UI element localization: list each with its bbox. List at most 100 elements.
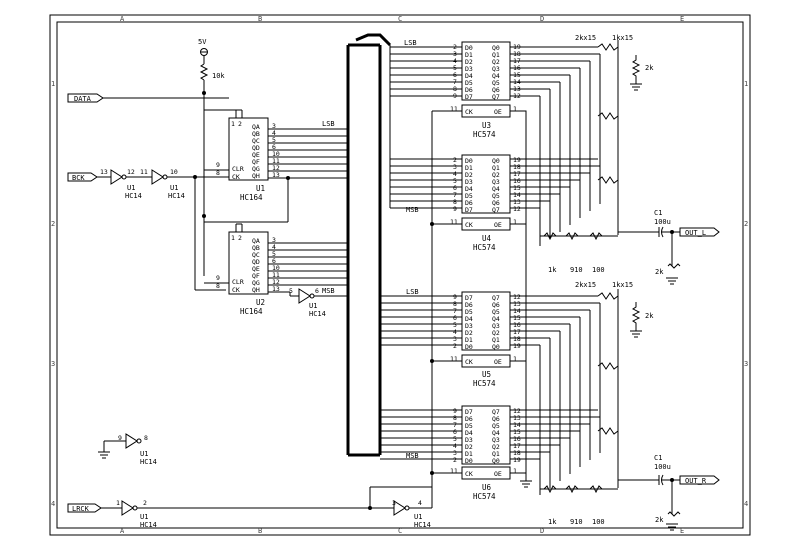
column-label-top: C: [398, 15, 402, 23]
latch-oe-pin: 1: [513, 355, 517, 363]
latch-d-label: D2: [465, 329, 473, 337]
row-label-right: 1: [744, 80, 748, 88]
latch-ck-pin: 11: [450, 218, 458, 226]
port-data-label: DATA: [74, 95, 92, 103]
latch-d-label: D2: [465, 171, 473, 179]
latch-q-label: Q4: [492, 185, 500, 193]
lrck-path: 1 2 U1 HC14 3 4 U1 HC14: [101, 473, 433, 529]
latch-oe-label: OE: [494, 221, 502, 229]
latch-q-pin: 17: [513, 328, 521, 336]
latch-q-pin: 14: [513, 421, 521, 429]
latch-d-pin: 5: [453, 435, 457, 443]
latch-q-label: Q1: [492, 164, 500, 172]
inverter-out-pin: 12: [127, 168, 135, 176]
sr-pin: 8: [216, 282, 220, 290]
inverter-out-pin: 2: [143, 499, 147, 507]
sr-out-pin: 10: [272, 150, 280, 158]
sr-output-label: QE: [252, 151, 260, 159]
column-label-bottom: D: [540, 527, 544, 535]
latch-d-label: D0: [465, 343, 473, 351]
latch-q-pin: 14: [513, 191, 521, 199]
latch-d-pin: 8: [453, 414, 457, 422]
inverter-ref: U1: [309, 302, 317, 310]
latch-d-label: D0: [465, 157, 473, 165]
latch-d-pin: 4: [453, 442, 457, 450]
latch-q-label: Q3: [492, 322, 500, 330]
latch-q-label: Q1: [492, 51, 500, 59]
latch-q-label: Q5: [492, 308, 500, 316]
sr-output-label: QE: [252, 265, 260, 273]
ladder-load: 2k: [645, 64, 654, 72]
bck-inverter-chain: 13 12 U1 HC14 11 10 U1 HC14: [97, 168, 226, 291]
latch-q-label: Q0: [492, 44, 500, 52]
latch-ck-label: CK: [465, 470, 473, 478]
latch-d-pin: 4: [453, 328, 457, 336]
inverter-ref: U1: [414, 513, 422, 521]
inverter-in-pin: 13: [100, 168, 108, 176]
port-bck: BCK: [67, 172, 98, 182]
latch-q-pin: 16: [513, 177, 521, 185]
latch-bus-label: MSB: [406, 206, 419, 214]
latch-d-label: D0: [465, 457, 473, 465]
latch-d-label: D6: [465, 301, 473, 309]
latch-d-pin: 7: [453, 78, 457, 86]
sr-input-label: CLR: [232, 165, 244, 173]
port-lrck-label: LRCK: [72, 505, 90, 513]
power-supply: 5V 10k: [198, 38, 225, 276]
sr-ref: U2: [256, 298, 265, 307]
latch-q-pin: 13: [513, 300, 521, 308]
row-label-left: 4: [51, 500, 55, 508]
sr-output-label: QB: [252, 244, 260, 252]
spare-inverter: 9 8 U1 HC14: [98, 433, 157, 466]
latch-q-pin: 18: [513, 163, 521, 171]
sr-output-label: QC: [252, 251, 260, 259]
latch-q-label: Q7: [492, 93, 500, 101]
column-label-top: B: [258, 15, 262, 23]
latch-q-pin: 17: [513, 442, 521, 450]
latch-d-pin: 4: [453, 57, 457, 65]
latch-d-pin: 2: [453, 43, 457, 51]
latch-q-pin: 18: [513, 449, 521, 457]
sr-pin: 1: [231, 234, 235, 242]
row-label-right: 2: [744, 220, 748, 228]
latch-u4: MSB D0 D1 D2 D3 D4 D5 D6 D7 Q0 Q1 Q2 Q3 …: [406, 154, 521, 252]
latch-d-label: D6: [465, 86, 473, 94]
latch-clock-net: [430, 110, 532, 488]
sr-out-pin: 4: [272, 243, 276, 251]
column-label-top: D: [540, 15, 544, 23]
inverter-out-pin: 6: [315, 287, 319, 295]
column-label-bottom: B: [258, 527, 262, 535]
latch-d-label: D4: [465, 185, 473, 193]
latch-q-pin: 14: [513, 307, 521, 315]
latch-d-label: D4: [465, 72, 473, 80]
sr-out-pin: 12: [272, 164, 280, 172]
frame-column-labels: A B C D E A B C D E: [120, 15, 684, 535]
sr-out-pin: 10: [272, 264, 280, 272]
latch-q-label: Q2: [492, 329, 500, 337]
latch-u6: MSB D7 D6 D5 D4 D3 D2 D1 D0 Q7 Q6 Q5 Q4 …: [406, 405, 521, 501]
sr-out-pin: 5: [272, 136, 276, 144]
latch-q-label: Q2: [492, 443, 500, 451]
latch-d-pin: 9: [453, 407, 457, 415]
sr-outputs: QA QB QC QD QE QF QG QH 3 4 5 6 10 11 12…: [252, 236, 280, 294]
ladder-load: 2k: [655, 268, 664, 276]
latch-q-label: Q4: [492, 315, 500, 323]
sr-out-pin: 5: [272, 250, 276, 258]
latch-ck-label: CK: [465, 108, 473, 116]
sr-output-label: QG: [252, 165, 260, 173]
latch-d-label: D1: [465, 164, 473, 172]
latch-q-label: Q0: [492, 343, 500, 351]
latch-oe-label: OE: [494, 358, 502, 366]
latch-d-pin: 5: [453, 177, 457, 185]
inverter-part: HC14: [168, 192, 185, 200]
cap-ref: C1: [654, 454, 662, 462]
latch-d-label: D6: [465, 199, 473, 207]
latch-ref: U4: [482, 234, 492, 243]
latch-d-pin: 2: [453, 456, 457, 464]
latch-d-label: D3: [465, 436, 473, 444]
latch-q-pin: 18: [513, 335, 521, 343]
sr-pin: 1: [231, 120, 235, 128]
port-lrck: LRCK: [67, 503, 102, 513]
latch-d-label: D5: [465, 308, 473, 316]
